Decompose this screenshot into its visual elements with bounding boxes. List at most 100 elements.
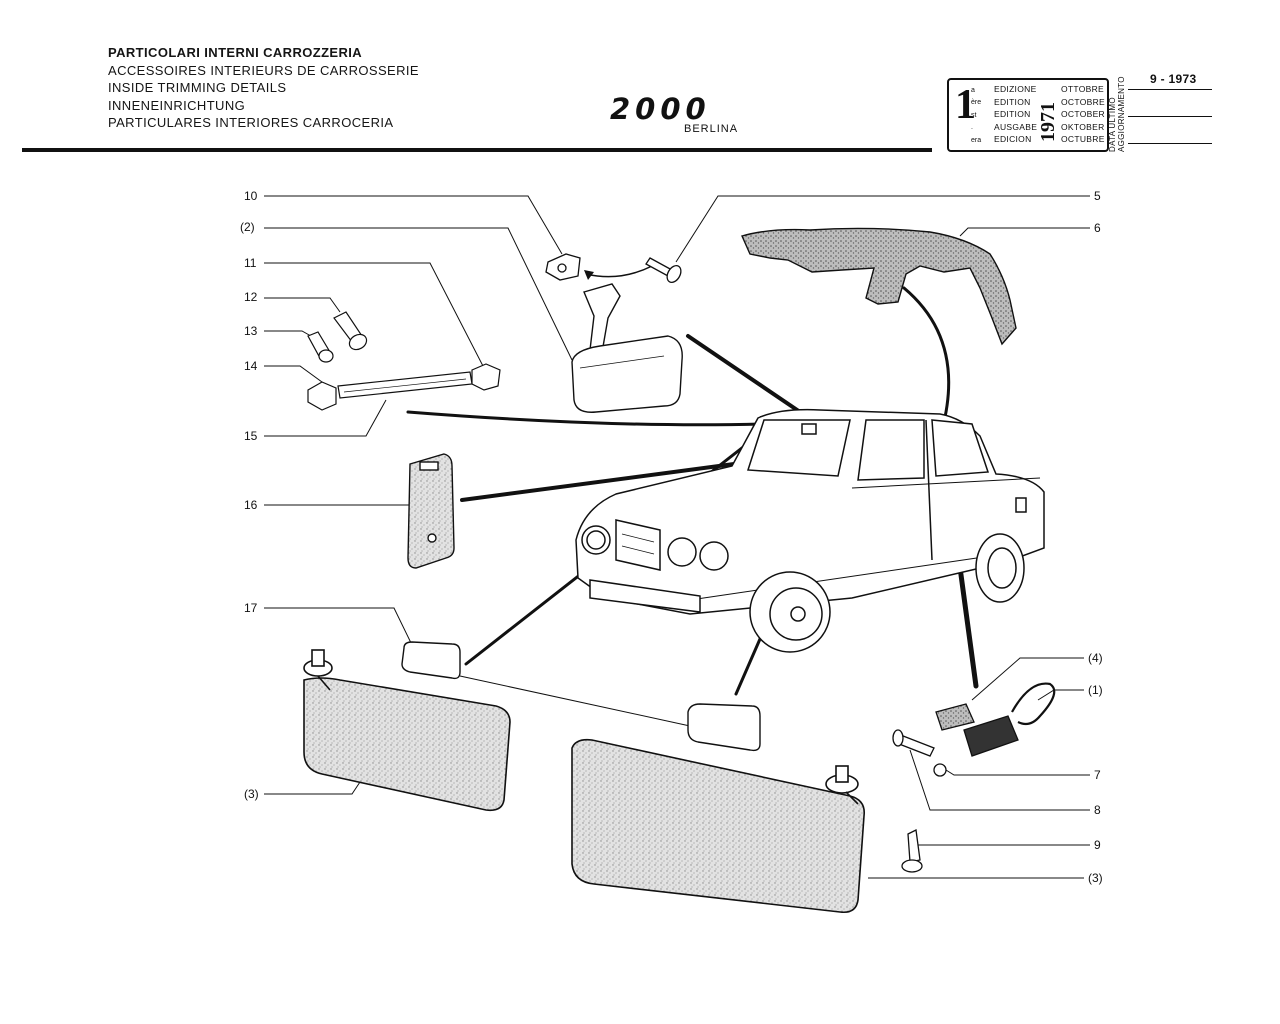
- lamp-wire: [1011, 682, 1056, 726]
- pad-body: [407, 453, 455, 569]
- leader-17: [264, 607, 413, 646]
- callout-1: (1): [1088, 683, 1103, 697]
- month-fr: OCTOBRE: [1061, 96, 1105, 107]
- callout-4: (4): [1088, 651, 1103, 665]
- grab-bar-edge: [343, 378, 467, 393]
- mirror-glass: [571, 335, 683, 413]
- edition-ordinal-it: a: [971, 87, 975, 94]
- edition-words: EDIZIONE EDITION EDITION AUSGABE EDICION: [994, 83, 1037, 146]
- headlight-left-inner: [586, 530, 606, 550]
- interior-lamp-group: [892, 682, 1056, 777]
- bolt-13-head: [318, 349, 334, 363]
- callout-15: 15: [244, 429, 258, 443]
- leader-1: [1037, 689, 1084, 701]
- visor-clip-right: [687, 703, 761, 752]
- grille-bar-2: [621, 545, 655, 555]
- sun-visor-right-part-3: [571, 738, 866, 914]
- end-cap-right: [471, 363, 501, 391]
- screw-part-5: [645, 257, 682, 284]
- visor-clips-part-17: [401, 641, 761, 752]
- title-italian: PARTICOLARI INTERNI CARROZZERIA: [108, 45, 363, 60]
- edition-ordinal-fr: ère: [971, 99, 982, 106]
- screw-head: [666, 264, 682, 284]
- rear-hubcap: [987, 547, 1017, 589]
- leader-8: [909, 749, 1090, 811]
- leader-15: [264, 399, 387, 437]
- callout-16: 16: [244, 498, 258, 512]
- pad-top-slot: [419, 461, 439, 471]
- update-line-2: [1128, 116, 1212, 117]
- grab-handle-set: [307, 311, 501, 411]
- body-crease: [851, 477, 1041, 489]
- month-de: OKTOBER: [1061, 121, 1105, 132]
- leader-7: [945, 769, 1090, 776]
- logo-berlina: BERLINA: [684, 123, 739, 135]
- title-spanish: PARTICULARES INTERIORES CARROCERIA: [108, 115, 394, 131]
- sun-visor-left-part-3: [303, 649, 511, 812]
- front-hub-center: [790, 606, 806, 622]
- grille: [615, 519, 661, 571]
- edition-word-de: AUSGABE: [994, 121, 1038, 132]
- arrow-headliner: [902, 286, 951, 432]
- screw-9-shank: [907, 829, 921, 863]
- leader-lines-left: [264, 195, 691, 795]
- update-line-3: [1128, 143, 1212, 144]
- front-bumper: [589, 579, 701, 613]
- screw-part-9: [901, 829, 923, 873]
- screw-9-head: [901, 859, 923, 873]
- edition-months: OTTOBRE OCTOBRE OCTOBER OKTOBER OCTUBRE: [1061, 83, 1105, 146]
- leader-12: [264, 297, 341, 313]
- visor-right-rod: [845, 791, 859, 805]
- door-seam: [925, 419, 933, 561]
- edition-number: 1: [955, 82, 976, 128]
- callout-12: 12: [244, 290, 258, 304]
- leader-6: [959, 227, 1090, 237]
- leader-2: [264, 227, 573, 361]
- callout-3-left: (3): [244, 787, 259, 801]
- callout-5: 5: [1094, 189, 1101, 203]
- leader-4: [971, 657, 1084, 701]
- clip-part-10: [545, 253, 581, 281]
- assembly-arrow: [585, 265, 653, 278]
- rear-view-mirror-part-2: [571, 283, 683, 413]
- edition-word-en: EDITION: [994, 109, 1031, 119]
- leader-lines-right: [675, 195, 1090, 879]
- month-es: OCTUBRE: [1061, 134, 1105, 144]
- callout-7: 7: [1094, 768, 1101, 782]
- screw-12-head: [348, 333, 368, 351]
- edition-word-es: EDICION: [994, 134, 1032, 144]
- callout-11: 11: [244, 256, 257, 270]
- pad-part-16: [407, 453, 455, 569]
- title-french: ACCESSOIRES INTERIEURS DE CARROSSERIE: [108, 62, 419, 78]
- clip-hole: [557, 263, 567, 273]
- arrow-grab-handle: [406, 410, 764, 427]
- headliner-part-6: [741, 227, 1017, 346]
- arrow-pad: [460, 462, 736, 502]
- headlight-right-outer: [699, 541, 729, 571]
- edition-word-fr: EDITION: [994, 96, 1031, 107]
- month-it: OTTOBRE: [1061, 84, 1105, 94]
- callout-8: 8: [1094, 803, 1101, 817]
- assembly-arrow-head: [584, 270, 594, 280]
- pad-screw: [427, 533, 437, 543]
- month-en: OCTOBER: [1061, 109, 1105, 119]
- callout-3-right: (3): [1088, 871, 1103, 885]
- grab-bar-part-11: [337, 371, 473, 399]
- front-door-window: [857, 419, 925, 481]
- callout-6: 6: [1094, 221, 1101, 235]
- leader-14: [264, 365, 323, 383]
- callout-14: 14: [244, 359, 258, 373]
- title-german: INNENEINRICHTUNG: [108, 97, 246, 113]
- edition-ordinal-en: st: [971, 112, 977, 119]
- header-rule: [22, 148, 932, 152]
- headlight-right-inner: [667, 537, 697, 567]
- front-grille: [615, 519, 661, 571]
- headliner-body: [741, 227, 1017, 346]
- title-english: INSIDE TRIMMING DETAILS: [108, 80, 287, 96]
- bolt-part-13: [307, 331, 334, 363]
- edition-word-it: EDIZIONE: [994, 84, 1037, 94]
- end-cap-part-14: [307, 363, 501, 411]
- car-body: [575, 408, 1045, 653]
- visor-left-rod: [317, 675, 331, 691]
- mirror-highlight: [579, 355, 665, 369]
